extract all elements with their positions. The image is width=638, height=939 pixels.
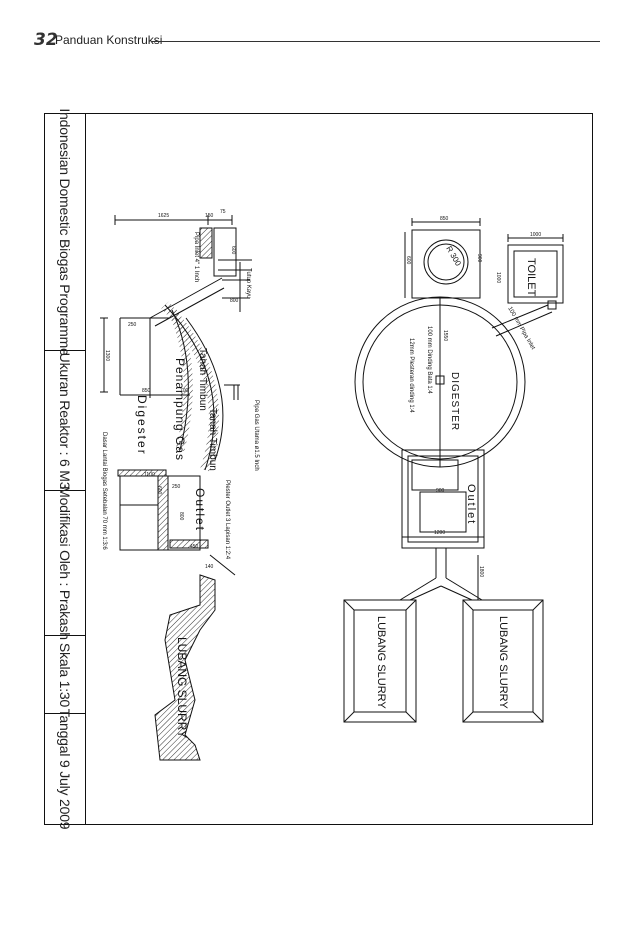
title-block-scale-cell: Skala 1:30 <box>45 636 85 714</box>
toilet-plan <box>507 244 564 304</box>
label-lubang-slurry-plan-2: LUBANG SLURRY <box>497 616 509 709</box>
dim: 600 <box>405 256 411 265</box>
reactor-size: Ukuran Reaktor : 6 M3 <box>57 352 73 489</box>
dim: 850 <box>440 216 449 222</box>
dim: 800 <box>178 512 184 521</box>
slurry-trench <box>154 574 216 761</box>
dim: 140 <box>205 564 214 570</box>
modified-by: Modifikasi Oleh : Prakash <box>57 486 73 640</box>
dim: 1100 <box>144 472 155 478</box>
plan-view <box>343 218 564 723</box>
label-digester-plan: DIGESTER <box>449 372 460 431</box>
dim: 850 <box>142 388 151 394</box>
outlet-plan <box>401 449 485 549</box>
label-lubang-slurry-section: LUBANG SLURRY <box>175 637 189 738</box>
slurry-pit-left <box>343 599 417 723</box>
drawing-date: Tanggal 9 July 2009 <box>57 708 73 830</box>
section-view <box>100 215 252 761</box>
dim: 250 <box>172 484 181 490</box>
label-outlet-section: Outlet <box>193 488 207 532</box>
title-block-date-cell: Tanggal 9 July 2009 <box>45 709 85 830</box>
dim: 700 <box>180 388 189 394</box>
title-block-modified-cell: Modifikasi Oleh : Prakash <box>45 486 85 640</box>
page-header: 32 Panduan Konstruksi <box>0 0 638 60</box>
label-dasar-lantai: Dasar Lantai Biogas Setebalan 70 mm 1:3:… <box>101 432 107 550</box>
label-tanah-timbun-1: Tanah Timbun <box>197 348 208 411</box>
drawing-frame: Indonesian Domestic Biogas Programme Uku… <box>44 108 593 830</box>
dim: 1550 <box>442 330 448 341</box>
dim: 450 <box>190 544 199 550</box>
dim: 1625 <box>158 213 169 219</box>
plan-labels: DIGESTER TOILET Outlet LUBANG SLURRY LUB… <box>375 245 537 710</box>
dim: 1000 <box>530 232 541 238</box>
plan-dimensions: 850 1000 600 900 1000 1550 900 1200 1800 <box>405 216 541 577</box>
dim: 150 <box>205 213 214 219</box>
label-lubang-slurry-plan-1: LUBANG SLURRY <box>375 616 387 709</box>
label-radius: R 300 <box>444 245 463 268</box>
title-block-programme-cell: Indonesian Domestic Biogas Programme <box>45 108 85 356</box>
dim: 600 <box>156 486 162 495</box>
dim: 250 <box>128 322 137 328</box>
label-plester-outlet: Plester Outlet 3 Lapisan 1:2:4 <box>224 480 230 560</box>
dim: 1000 <box>495 272 501 283</box>
page-number: 32 <box>34 30 58 50</box>
programme-name: Indonesian Domestic Biogas Programme <box>57 108 73 356</box>
drawing-scale: Skala 1:30 <box>57 642 73 707</box>
label-tanah-timbun-2: Tanah Timbun <box>207 408 218 471</box>
running-title: Panduan Konstruksi <box>55 33 163 47</box>
dim: 75 <box>220 209 226 215</box>
title-block-reactor-cell: Ukuran Reaktor : 6 M3 <box>45 351 85 491</box>
label-tutup-kayu: Tutup Kayu <box>245 268 251 298</box>
dim: 900 <box>436 488 445 494</box>
label-pipa-inlet-plan: 100 mm Pipa Inlet <box>506 306 536 351</box>
title-block: Indonesian Domestic Biogas Programme Uku… <box>45 108 86 830</box>
inlet-tank <box>213 227 237 277</box>
dim: 1800 <box>478 566 484 577</box>
section-labels: Tanah Timbun Tanah Timbun Penampung Gas … <box>101 232 259 738</box>
label-penampung-gas: Penampung Gas <box>173 358 187 461</box>
dim: 1300 <box>104 350 110 361</box>
inlet-wall <box>199 227 213 259</box>
dim: 1200 <box>434 530 445 536</box>
label-pipa-gas-utama: Pipa Gas Utama ø1.5 Inch <box>253 400 259 471</box>
slurry-pit-right <box>462 599 544 723</box>
label-outlet-plan: Outlet <box>465 484 477 525</box>
label-toilet: TOILET <box>525 258 537 297</box>
dim: 900 <box>476 254 482 263</box>
label-plesteran-dinding: 12mm Plesteran dinding 1:4 <box>408 338 414 413</box>
header-rule <box>152 41 600 42</box>
inlet-chamber-plan <box>411 229 481 299</box>
biogas-drawing: Tanah Timbun Tanah Timbun Penampung Gas … <box>100 209 564 761</box>
dim: 800 <box>230 298 239 304</box>
label-dinding-bata: 100 mm Dinding Bata 1:4 <box>426 326 432 394</box>
section-dimensions: 1625 150 75 600 800 250 1300 850 700 110… <box>104 209 239 570</box>
dim: 600 <box>230 246 236 255</box>
label-digester-section: Digester <box>135 395 149 456</box>
label-pipa-inlet-section: Pipa Inlet 4" 1 Inch <box>193 232 199 282</box>
